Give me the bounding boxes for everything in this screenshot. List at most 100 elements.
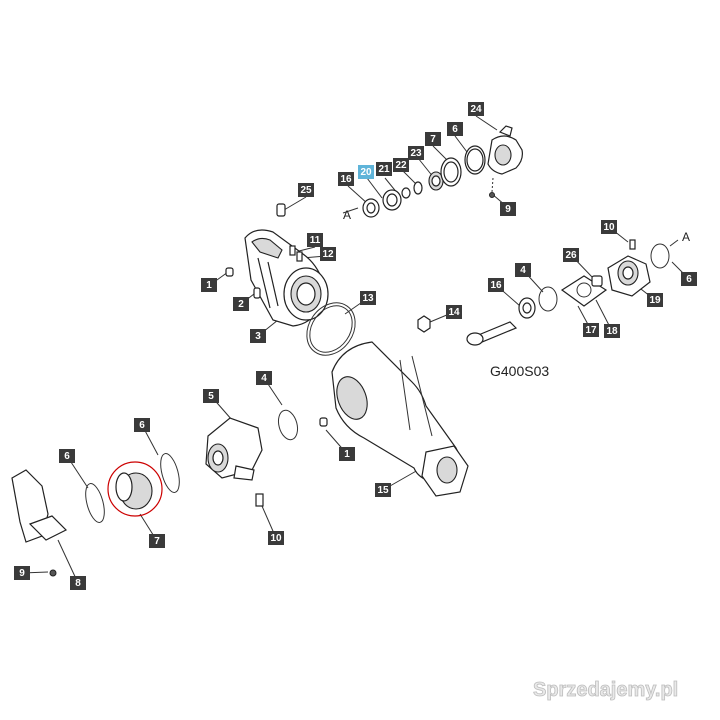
diagram-code: G400S03 [490, 363, 549, 379]
callout-box [256, 371, 272, 385]
callout-box [376, 162, 392, 176]
callout-box [468, 102, 484, 116]
part-geometry [11, 125, 670, 577]
callout-number: 20 [360, 167, 372, 178]
callout-box [583, 323, 599, 337]
callout-19: 19 [647, 293, 663, 307]
callout-number: 16 [490, 280, 502, 291]
callout-number: 21 [378, 164, 390, 175]
callout-box [250, 329, 266, 343]
callout-20: 20 [358, 165, 374, 179]
callout-number: 14 [448, 307, 460, 318]
callout-box [447, 122, 463, 136]
callout-box [134, 418, 150, 432]
callout-box [268, 531, 284, 545]
callout-number: 3 [255, 331, 261, 342]
callout-10: 10 [268, 531, 284, 545]
callout-box [681, 272, 697, 286]
callout-6: 6 [59, 449, 75, 463]
callout-4: 4 [515, 263, 531, 277]
callout-1: 1 [339, 447, 355, 461]
callout-number: 16 [340, 174, 352, 185]
callout-number: 10 [270, 533, 282, 544]
callout-number: 6 [452, 124, 458, 135]
reference-letter: A [682, 230, 690, 244]
callout-5: 5 [203, 389, 219, 403]
watermark: Sprzedajemy.pl [533, 679, 678, 701]
callout-number: 22 [395, 160, 407, 171]
callout-number: 2 [238, 299, 244, 310]
callout-10: 10 [601, 220, 617, 234]
callout-box [201, 278, 217, 292]
callout-18: 18 [604, 324, 620, 338]
callout-box [298, 183, 314, 197]
callout-9: 9 [500, 202, 516, 216]
callout-4: 4 [256, 371, 272, 385]
callout-1: 1 [201, 278, 217, 292]
callout-number: 25 [300, 185, 312, 196]
callout-17: 17 [583, 323, 599, 337]
callout-number: 19 [649, 295, 661, 306]
callout-number: 1 [206, 280, 212, 291]
callout-number: 7 [154, 536, 160, 547]
callout-box [375, 483, 391, 497]
callout-box [515, 263, 531, 277]
callout-number: 18 [606, 326, 618, 337]
callout-number: 17 [585, 325, 597, 336]
callout-box [446, 305, 462, 319]
callout-box [647, 293, 663, 307]
callout-21: 21 [376, 162, 392, 176]
callout-number: 7 [430, 134, 436, 145]
callout-box [488, 278, 504, 292]
callout-number: 11 [310, 235, 321, 246]
callout-box [358, 165, 374, 179]
callout-box [149, 534, 165, 548]
callout-number: 4 [520, 265, 526, 276]
callout-number: 8 [75, 578, 81, 589]
callout-box [59, 449, 75, 463]
callout-box [500, 202, 516, 216]
callout-12: 12 [320, 247, 336, 261]
callout-2: 2 [233, 297, 249, 311]
callout-number: 26 [565, 250, 577, 261]
callout-number: 12 [322, 249, 334, 260]
callout-6: 6 [134, 418, 150, 432]
callout-box [393, 158, 409, 172]
callout-box [408, 146, 424, 160]
callout-16: 16 [488, 278, 504, 292]
callout-box [70, 576, 86, 590]
callout-box [14, 566, 30, 580]
callout-23: 23 [408, 146, 424, 160]
callout-box [338, 172, 354, 186]
callout-number: 5 [208, 391, 214, 402]
callout-number: 6 [686, 274, 692, 285]
callout-box [307, 233, 323, 247]
callout-25: 25 [298, 183, 314, 197]
callout-number: 13 [362, 293, 374, 304]
callout-box [425, 132, 441, 146]
callout-7: 7 [425, 132, 441, 146]
callout-8: 8 [70, 576, 86, 590]
reference-letter: A [343, 208, 351, 222]
callout-number: 4 [261, 373, 267, 384]
callout-9: 9 [14, 566, 30, 580]
callout-box [339, 447, 355, 461]
callout-box [563, 248, 579, 262]
callout-number: 6 [139, 420, 145, 431]
callout-box [233, 297, 249, 311]
callout-number: 1 [344, 449, 350, 460]
callout-box [203, 389, 219, 403]
callout-24: 24 [468, 102, 484, 116]
callout-number: 15 [377, 485, 389, 496]
callout-14: 14 [446, 305, 462, 319]
callout-6: 6 [447, 122, 463, 136]
callout-7: 7 [149, 534, 165, 548]
callout-16: 16 [338, 172, 354, 186]
callout-15: 15 [375, 483, 391, 497]
callout-6: 6 [681, 272, 697, 286]
callout-number: 6 [64, 451, 70, 462]
callout-number: 9 [19, 568, 25, 579]
callout-13: 13 [360, 291, 376, 305]
callout-26: 26 [563, 248, 579, 262]
